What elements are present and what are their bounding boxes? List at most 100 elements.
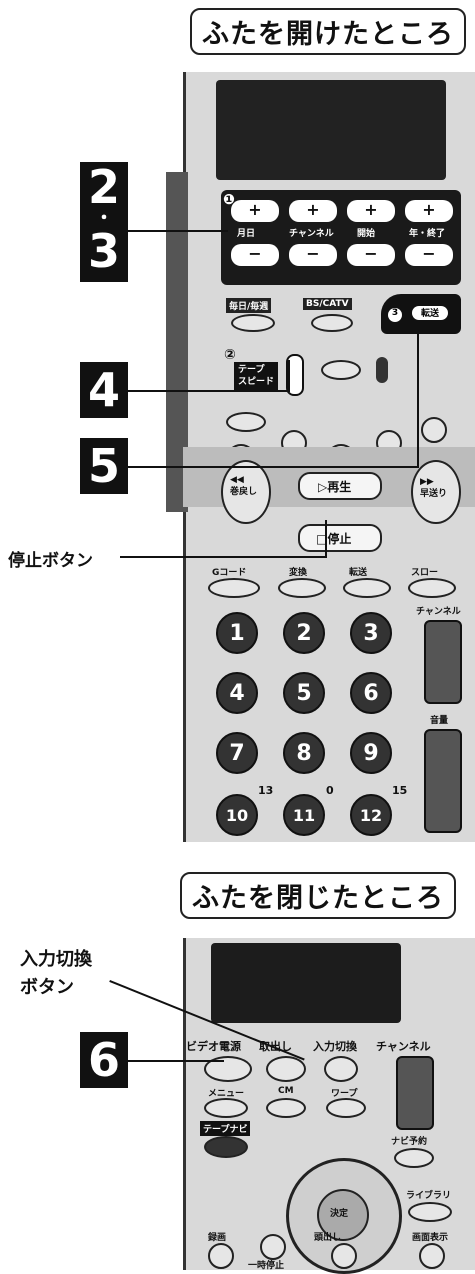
ff-button[interactable] xyxy=(411,460,461,524)
leader-line-stop xyxy=(120,556,325,558)
warp-button[interactable] xyxy=(326,1098,366,1118)
rewind-button[interactable] xyxy=(221,460,271,524)
plus-button-1[interactable]: + xyxy=(231,200,279,222)
key-5[interactable]: 5 xyxy=(283,672,325,714)
rewind-label: ◀◀ 巻戻し xyxy=(230,475,258,497)
channel-label: チャンネル xyxy=(416,607,461,617)
ff-label: ▶▶ 早送り xyxy=(420,477,448,499)
stop-label: □停止 xyxy=(316,532,352,546)
marker-1: ❶ xyxy=(223,192,235,208)
cm-button[interactable] xyxy=(266,1098,306,1118)
henkan-label: 変換 xyxy=(289,568,308,578)
cm-label: CM xyxy=(278,1086,294,1096)
bscatv-label: BS/CATV xyxy=(303,298,352,310)
enter-button[interactable] xyxy=(317,1189,369,1241)
key-1[interactable]: 1 xyxy=(216,612,258,654)
onsei-button[interactable] xyxy=(226,412,266,432)
channel-rocker[interactable] xyxy=(424,620,462,704)
navi-yoyaku-button[interactable] xyxy=(394,1148,434,1168)
library-button[interactable] xyxy=(408,1202,452,1222)
key-note-13: 13 xyxy=(258,784,274,797)
tensou-row-button[interactable] xyxy=(343,578,391,598)
channel-closed-label: チャンネル xyxy=(376,1040,431,1053)
display-label: 画面表示 xyxy=(412,1233,449,1243)
menu-label: メニュー xyxy=(208,1089,245,1099)
key-6[interactable]: 6 xyxy=(350,672,392,714)
mainichi-button[interactable] xyxy=(231,314,275,332)
bscatv-button[interactable] xyxy=(311,314,353,332)
input-switch-callout: 入力切換 ボタン xyxy=(20,949,92,998)
tensou-label: 転送 xyxy=(349,568,368,578)
record-label: 録画 xyxy=(208,1233,227,1243)
plus-button-2[interactable]: + xyxy=(289,200,337,222)
remote-side-panel xyxy=(166,172,188,512)
play-label: ▷再生 xyxy=(318,480,352,494)
enter-label: 決定 xyxy=(330,1209,349,1219)
gcode-label: Gコード xyxy=(212,568,247,578)
right-button[interactable] xyxy=(421,417,447,443)
key-note-0: 0 xyxy=(326,784,334,797)
torikeshi-button[interactable] xyxy=(321,360,361,380)
minus-button-1[interactable]: − xyxy=(231,244,279,266)
step-badge-6: 6 xyxy=(80,1032,128,1088)
henkan-button[interactable] xyxy=(278,578,326,598)
key-8[interactable]: 8 xyxy=(283,732,325,774)
tape-speed-button[interactable] xyxy=(286,354,304,396)
step-dot: ・ xyxy=(95,208,113,229)
minus-button-2[interactable]: − xyxy=(289,244,337,266)
leader-line-5 xyxy=(128,466,418,468)
input-switch-label: 入力切換 xyxy=(313,1040,357,1053)
key-11[interactable]: 11 xyxy=(283,794,325,836)
record-button[interactable] xyxy=(208,1243,234,1269)
key-12[interactable]: 12 xyxy=(350,794,392,836)
plus-button-4[interactable]: + xyxy=(405,200,453,222)
volume-label: 音量 xyxy=(430,716,449,726)
input-switch-button[interactable] xyxy=(324,1056,358,1082)
stop-button-callout: 停止ボタン xyxy=(8,551,93,571)
plus-button-3[interactable]: + xyxy=(347,200,395,222)
eject-button[interactable] xyxy=(266,1056,306,1082)
leader-line-4 xyxy=(128,390,288,392)
leader-line-4-vert xyxy=(288,360,290,392)
key-10[interactable]: 10 xyxy=(216,794,258,836)
key-2[interactable]: 2 xyxy=(283,612,325,654)
minus-button-3[interactable]: − xyxy=(347,244,395,266)
volume-rocker[interactable] xyxy=(424,729,462,833)
heading-lid-closed: ふたを閉じたところ xyxy=(180,872,456,919)
leader-line-5-vert xyxy=(417,330,419,468)
pm-label-3: 開始 xyxy=(357,229,376,239)
key-3[interactable]: 3 xyxy=(350,612,392,654)
minus-button-4[interactable]: − xyxy=(405,244,453,266)
stop-button[interactable] xyxy=(298,524,382,552)
display-button[interactable] xyxy=(419,1243,445,1269)
chapter-button[interactable] xyxy=(331,1243,357,1269)
pause-label: 一時停止 xyxy=(248,1261,285,1271)
key-note-15: 15 xyxy=(392,784,408,797)
channel-closed-rocker[interactable] xyxy=(396,1056,434,1130)
video-power-label: ビデオ電源 xyxy=(186,1040,241,1053)
menu-button[interactable] xyxy=(204,1098,248,1118)
slow-button[interactable] xyxy=(408,578,456,598)
remote-display-closed xyxy=(211,943,401,1023)
step-number-3: 3 xyxy=(87,224,120,278)
tape-navi-button[interactable] xyxy=(204,1136,248,1158)
pm-label-2: チャンネル xyxy=(289,229,334,239)
pm-label-1: 月日 xyxy=(237,229,256,239)
key-9[interactable]: 9 xyxy=(350,732,392,774)
pm-button-group: + + + + 月日 チャンネル 開始 年・終了 − − − − xyxy=(231,200,461,285)
remote-control-closed: ビデオ電源 取出し 入力切換 チャンネル メニュー CM ワープ テープナビ ナ… xyxy=(183,938,475,1274)
tensou-button[interactable]: 転送 xyxy=(412,306,448,320)
step-number-2: 2 xyxy=(87,160,120,214)
step-badge-4: 4 xyxy=(80,362,128,418)
lock-button[interactable] xyxy=(376,357,388,383)
warp-label: ワープ xyxy=(331,1089,358,1099)
leader-line-2-3 xyxy=(128,230,228,232)
play-button[interactable] xyxy=(298,472,382,500)
mainichi-label: 毎日/毎週 xyxy=(226,298,272,313)
step-badge-2-3: 2 ・ 3 xyxy=(80,162,128,282)
gcode-button[interactable] xyxy=(208,578,260,598)
pause-button[interactable] xyxy=(260,1234,286,1260)
key-4[interactable]: 4 xyxy=(216,672,258,714)
key-7[interactable]: 7 xyxy=(216,732,258,774)
pm-label-4: 年・終了 xyxy=(409,229,446,239)
